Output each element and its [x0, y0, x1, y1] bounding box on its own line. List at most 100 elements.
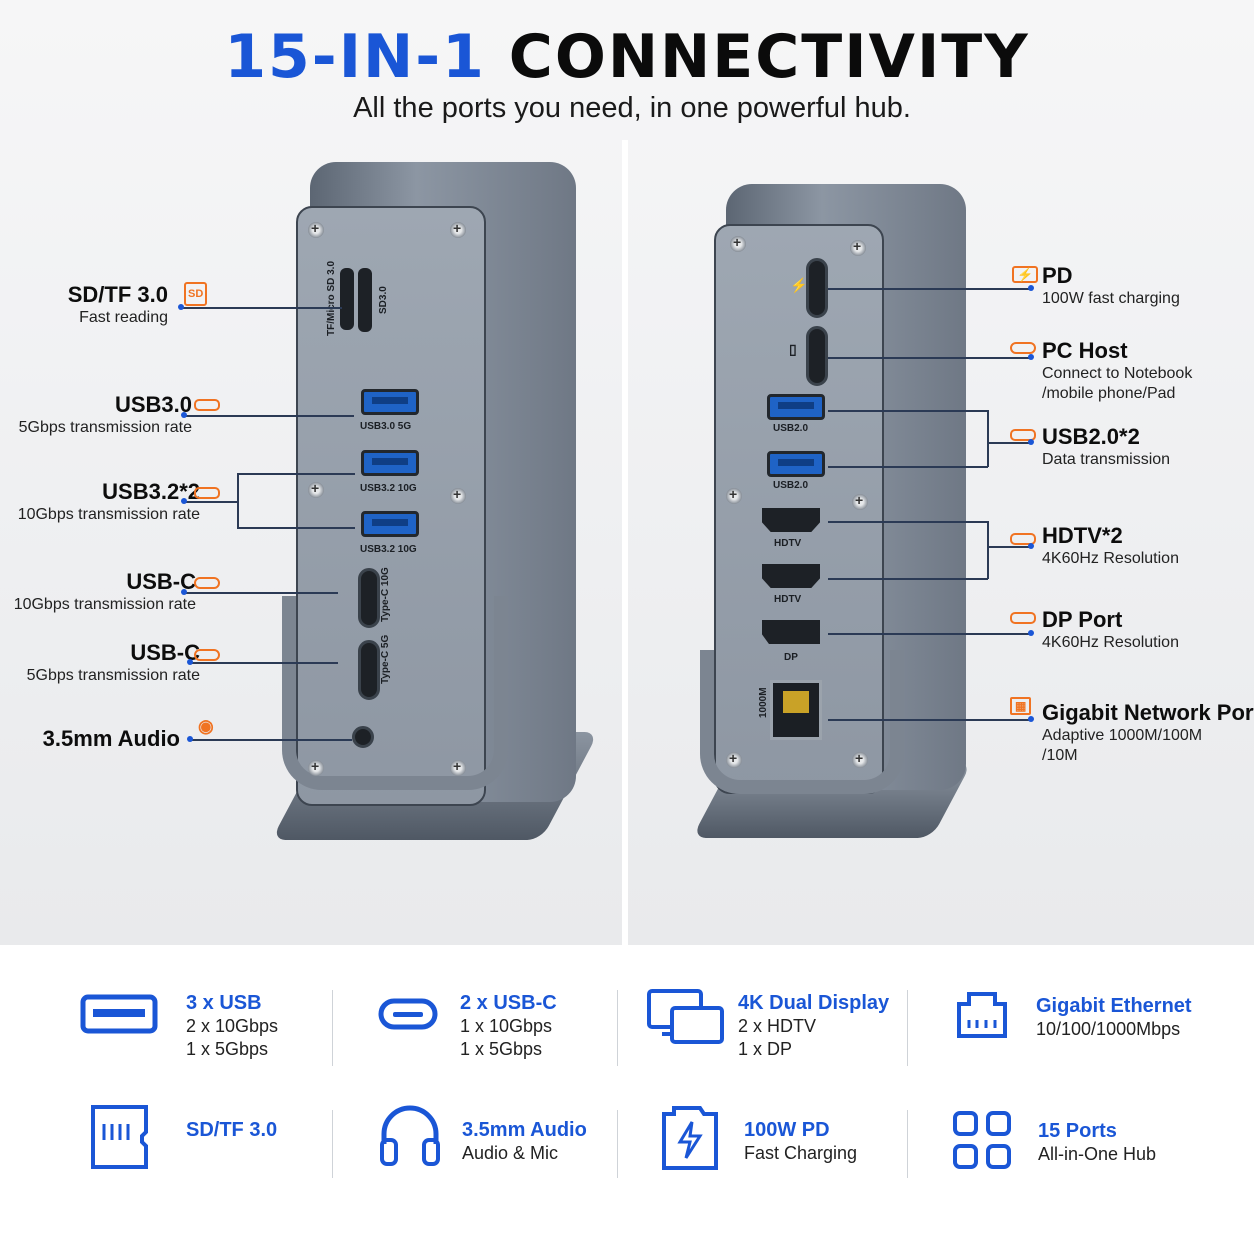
front-device-face: [296, 206, 486, 806]
usb-c-5g-label: Type-C 5G: [380, 634, 391, 684]
usb2-0-port-2-label: USB2.0: [773, 480, 809, 491]
feature-usb: 3 x USB 2 x 10Gbps 1 x 5Gbps: [186, 992, 279, 1059]
feature-separator: [332, 1110, 333, 1178]
callout-usbc5: USB-C 5Gbps transmission rate: [26, 640, 200, 684]
usb-c-icon: [194, 649, 220, 661]
screw: [850, 238, 866, 256]
sd-card-icon: SD: [184, 282, 208, 306]
leader-line: [190, 662, 338, 664]
leader-dot: [1028, 543, 1034, 549]
callout-usb20: USB2.0*2 Data transmission: [1042, 424, 1171, 468]
usb3-2-port-1-label: USB3.2 10G: [360, 483, 417, 494]
feature-sd: SD/TF 3.0: [186, 1119, 278, 1141]
feature-separator: [332, 990, 333, 1066]
lightning-icon: ⚡: [790, 277, 808, 293]
feature-separator: [617, 990, 618, 1066]
hdtv-port-2[interactable]: [762, 564, 820, 588]
feature-ports: 15 Ports All-in-One Hub: [1038, 1120, 1157, 1164]
leader-dot: [1028, 285, 1034, 291]
usb-a-icon: [194, 487, 220, 499]
screw: [450, 758, 466, 776]
leader-line: [828, 288, 1032, 290]
tf-card-slot[interactable]: [340, 268, 354, 330]
title-accent: 15-IN-1: [224, 22, 486, 92]
usb3-2-port-1[interactable]: [361, 450, 419, 476]
ethernet-icon: ▦: [1010, 697, 1032, 715]
pd-usb-c-port[interactable]: [806, 258, 828, 318]
callout-usbc10: USB-C 10Gbps transmission rate: [13, 569, 196, 613]
hdtv-port-1-label: HDTV: [774, 538, 802, 549]
leader-line: [184, 415, 354, 417]
dp-port[interactable]: [762, 620, 820, 644]
screw: [852, 492, 868, 510]
leader-line: [828, 466, 988, 468]
callout-dp: DP Port 4K60Hz Resolution: [1042, 607, 1179, 651]
callout-ethernet: Gigabit Network Port Adaptive 1000M/100M…: [1042, 700, 1254, 764]
feature-ethernet: Gigabit Ethernet 10/100/1000Mbps: [1036, 995, 1192, 1039]
usb-c-10g-port[interactable]: [358, 568, 380, 628]
dual-monitor-icon: [647, 989, 724, 1044]
usb-a-icon: [194, 399, 220, 411]
pc-host-usb-c-port[interactable]: [806, 326, 828, 386]
front-stand-clip: [282, 596, 508, 790]
page-title: 15-IN-1 CONNECTIVITY: [0, 22, 1254, 92]
leader-dot: [187, 659, 193, 665]
usb-c-5g-port[interactable]: [358, 640, 380, 700]
screw: [308, 758, 324, 776]
leader-dot: [1028, 439, 1034, 445]
audio-jack-icon: ◉: [198, 716, 214, 736]
leader-dot: [1028, 630, 1034, 636]
screw: [730, 234, 746, 252]
leader-line: [237, 527, 355, 529]
bracket-line: [237, 473, 239, 528]
leader-dot: [181, 498, 187, 504]
usb3-2-port-2[interactable]: [361, 511, 419, 537]
leader-dot: [181, 412, 187, 418]
leader-line: [828, 521, 988, 523]
usb-c-icon: [194, 577, 220, 589]
usb2-0-port-1-label: USB2.0: [773, 423, 809, 434]
tf-slot-label: TF/Micro SD 3.0: [326, 260, 337, 336]
feature-strip: [0, 945, 1254, 1254]
screw: [450, 486, 466, 504]
title-main: CONNECTIVITY: [508, 22, 1030, 92]
hdtv-port-1[interactable]: [762, 508, 820, 532]
screw: [852, 750, 868, 768]
battery-bolt-icon: [662, 1106, 718, 1170]
sd-card-slot[interactable]: [358, 268, 372, 332]
screw: [726, 750, 742, 768]
usb-a-icon: [80, 994, 158, 1034]
screw: [726, 486, 742, 504]
leader-line: [184, 501, 238, 503]
usb-c-icon: [378, 998, 438, 1030]
usb-a-icon: [1010, 429, 1036, 441]
leader-dot: [1028, 354, 1034, 360]
screw: [308, 480, 324, 498]
usb3-0-port[interactable]: [361, 389, 419, 415]
usb2-0-port-1[interactable]: [767, 394, 825, 420]
ethernet-port[interactable]: [770, 680, 822, 740]
leader-line: [987, 546, 1032, 548]
grid-icon: [953, 1111, 1011, 1169]
leader-line: [828, 357, 1032, 359]
feature-display: 4K Dual Display 2 x HDTV 1 x DP: [738, 992, 890, 1059]
page-subtitle: All the ports you need, in one powerful …: [353, 92, 911, 124]
back-stand-clip: [700, 650, 904, 794]
pd-charging-icon: ⚡: [1012, 266, 1039, 283]
feature-separator: [907, 1110, 908, 1178]
hdmi-icon: [1010, 533, 1036, 545]
leader-dot: [178, 304, 184, 310]
usb3-2-port-2-label: USB3.2 10G: [360, 544, 417, 555]
usb-c-10g-label: Type-C 10G: [380, 567, 391, 622]
leader-line: [828, 410, 988, 412]
panel-divider: [622, 140, 628, 945]
usb2-0-port-2[interactable]: [767, 451, 825, 477]
phone-icon: ▯: [789, 341, 797, 357]
feature-usb-c: 2 x USB-C 1 x 10Gbps 1 x 5Gbps: [460, 992, 557, 1059]
usb-c-icon: [1010, 342, 1036, 354]
feature-pd: 100W PD Fast Charging: [744, 1119, 858, 1163]
leader-line: [828, 633, 1032, 635]
ethernet-port-label: 1000M: [758, 687, 769, 718]
audio-jack-port[interactable]: [352, 726, 374, 748]
leader-line: [828, 578, 988, 580]
